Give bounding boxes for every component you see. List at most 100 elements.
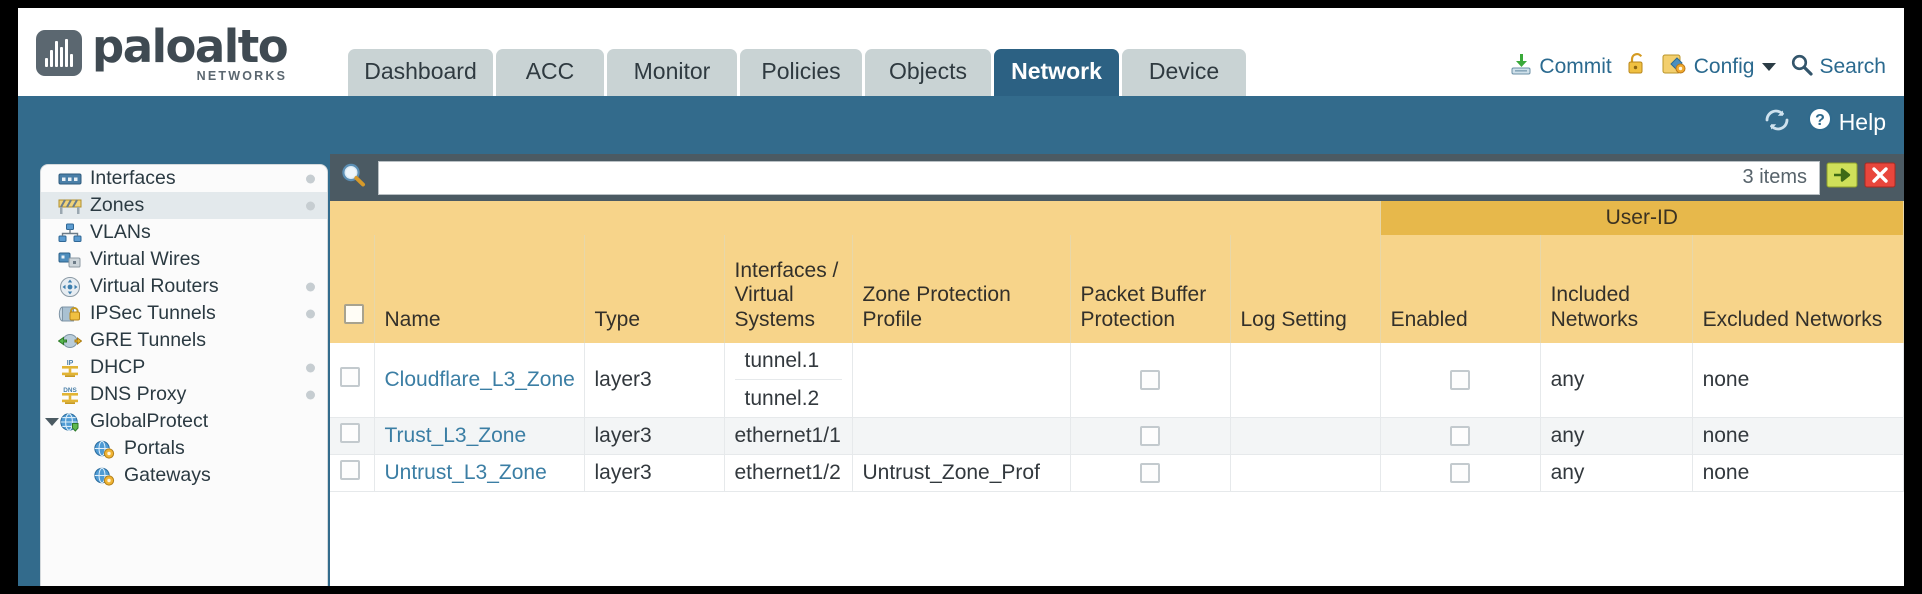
col-excluded-networks[interactable]: Excluded Networks (1692, 235, 1904, 343)
cell-userid-enabled (1380, 417, 1541, 455)
commit-icon (1509, 52, 1533, 82)
col-packet-buffer-protection[interactable]: Packet Buffer Protection (1070, 235, 1231, 343)
vlans-icon (57, 223, 83, 243)
col-name[interactable]: Name (374, 235, 585, 343)
top-header-bar: paloalto NETWORKS Dashboard ACC Monitor … (18, 8, 1904, 96)
zone-name-link[interactable]: Trust_L3_Zone (384, 424, 527, 447)
sidebar-status-dot (306, 201, 315, 210)
config-menu[interactable]: Config (1662, 52, 1777, 82)
sidebar-item-globalprotect[interactable]: GlobalProtect (41, 408, 327, 435)
sidebar-status-dot (306, 174, 315, 183)
cell-name: Trust_L3_Zone (374, 417, 585, 455)
sidebar-item-virtual-wires[interactable]: Virtual Wires (41, 246, 327, 273)
packet-buffer-protection-checkbox[interactable] (1140, 463, 1160, 483)
userid-enabled-checkbox[interactable] (1450, 426, 1471, 446)
sidebar-label: Gateways (124, 464, 211, 486)
sidebar-label: IPSec Tunnels (90, 302, 216, 324)
tab-monitor[interactable]: Monitor (607, 49, 737, 96)
brand-name: paloalto (92, 20, 289, 73)
search-icon[interactable] (334, 160, 372, 195)
row-select-cell (330, 454, 375, 492)
row-select-cell (330, 417, 375, 455)
help-button[interactable]: ? Help (1807, 106, 1886, 138)
userid-enabled-checkbox[interactable] (1450, 463, 1471, 483)
tab-dashboard[interactable]: Dashboard (348, 49, 493, 96)
table-group-header-row: User-ID (330, 201, 1904, 235)
body-area: Interfaces Zones (18, 154, 1904, 586)
col-type[interactable]: Type (584, 235, 725, 343)
gre-tunnels-icon (57, 331, 83, 351)
col-enabled[interactable]: Enabled (1380, 235, 1541, 343)
sidebar-item-ipsec-tunnels[interactable]: IPSec Tunnels (41, 300, 327, 327)
expand-collapse-caret-icon[interactable] (45, 417, 59, 426)
clear-filter-button[interactable] (1864, 160, 1896, 195)
sidebar-item-zones[interactable]: Zones (41, 192, 327, 219)
search-input[interactable]: 3 items (378, 160, 1820, 195)
main-tab-bar: Dashboard ACC Monitor Policies Objects N… (348, 49, 1246, 96)
tab-objects[interactable]: Objects (865, 49, 991, 96)
cell-interfaces: tunnel.1 tunnel.2 (724, 343, 853, 418)
sidebar-item-vlans[interactable]: VLANs (41, 219, 327, 246)
sub-header-band: ? Help (18, 96, 1904, 154)
sidebar-label: GRE Tunnels (90, 329, 206, 351)
commit-label: Commit (1539, 55, 1612, 78)
row-checkbox[interactable] (340, 460, 360, 480)
tab-policies[interactable]: Policies (740, 49, 862, 96)
packet-buffer-protection-checkbox[interactable] (1140, 370, 1160, 390)
tab-acc[interactable]: ACC (496, 49, 604, 96)
col-included-networks[interactable]: Included Networks (1540, 235, 1693, 343)
sidebar-status-dot (306, 390, 315, 399)
tab-device[interactable]: Device (1122, 49, 1246, 96)
commit-button[interactable]: Commit (1509, 52, 1612, 82)
help-label: Help (1838, 108, 1886, 135)
tab-network[interactable]: Network (994, 49, 1119, 96)
table-row[interactable]: Untrust_L3_Zone layer3 ethernet1/2 Untru… (330, 454, 1904, 492)
search-button[interactable]: Search (1790, 53, 1886, 82)
zones-content-panel: 3 items (330, 154, 1904, 586)
paloalto-logo-icon (36, 30, 82, 77)
sidebar-label: VLANs (90, 221, 151, 243)
apply-filter-button[interactable] (1826, 160, 1858, 195)
select-all-checkbox[interactable] (344, 304, 364, 325)
cell-log-setting (1230, 417, 1381, 455)
group-header-userid: User-ID (1380, 201, 1904, 235)
refresh-icon[interactable] (1763, 108, 1791, 137)
col-zone-protection-profile[interactable]: Zone Protection Profile (852, 235, 1071, 343)
top-actions: Commit Config (1509, 52, 1886, 82)
lock-icon[interactable] (1626, 52, 1648, 82)
chevron-down-icon (1762, 63, 1777, 71)
cell-userid-enabled (1380, 454, 1541, 492)
svg-text:IP: IP (67, 360, 74, 367)
sidebar-item-gateways[interactable]: Gateways (41, 462, 327, 489)
cell-included-networks: any (1540, 343, 1693, 418)
sidebar-item-gre-tunnels[interactable]: GRE Tunnels (41, 327, 327, 354)
table-header-row: Name Type Interfaces / Virtual Systems Z… (330, 235, 1904, 343)
sidebar-item-interfaces[interactable]: Interfaces (41, 165, 327, 192)
sidebar-label: Zones (90, 194, 145, 216)
cell-zone-protection-profile (852, 343, 1071, 418)
row-checkbox[interactable] (340, 367, 360, 387)
row-checkbox[interactable] (340, 423, 360, 443)
sidebar-item-dns-proxy[interactable]: DNS DNS Proxy (41, 381, 327, 408)
cell-excluded-networks: none (1692, 454, 1904, 492)
userid-enabled-checkbox[interactable] (1450, 370, 1471, 390)
interface-item: tunnel.1 (734, 343, 842, 380)
cell-packet-buffer-protection (1070, 454, 1231, 492)
brand-tagline: NETWORKS (196, 69, 288, 83)
zones-icon (57, 196, 83, 216)
sidebar-item-virtual-routers[interactable]: Virtual Routers (41, 273, 327, 300)
svg-text:DNS: DNS (63, 387, 77, 394)
portals-icon (91, 439, 117, 459)
packet-buffer-protection-checkbox[interactable] (1140, 426, 1160, 446)
sidebar-item-dhcp[interactable]: IP DHCP (41, 354, 327, 381)
zone-name-link[interactable]: Cloudflare_L3_Zone (384, 368, 575, 391)
table-row[interactable]: Trust_L3_Zone layer3 ethernet1/1 any (330, 417, 1904, 455)
group-header-blank (330, 201, 1381, 235)
col-log-setting[interactable]: Log Setting (1230, 235, 1381, 343)
sidebar-item-portals[interactable]: Portals (41, 435, 327, 462)
col-interfaces-virtual-systems[interactable]: Interfaces / Virtual Systems (724, 235, 853, 343)
sidebar-label: Virtual Wires (90, 248, 201, 270)
zone-name-link[interactable]: Untrust_L3_Zone (384, 461, 547, 484)
cell-log-setting (1230, 454, 1381, 492)
